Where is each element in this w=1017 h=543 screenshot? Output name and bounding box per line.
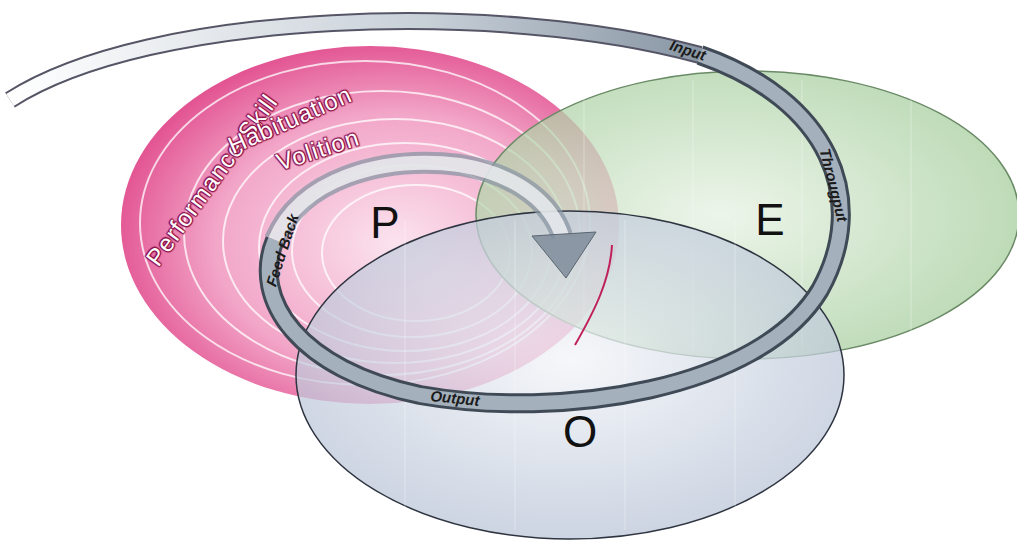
flow-label: Input <box>668 37 707 63</box>
circle-letter: O <box>563 410 597 454</box>
circle-letter: P <box>370 201 399 245</box>
circle-letter: E <box>755 198 784 242</box>
